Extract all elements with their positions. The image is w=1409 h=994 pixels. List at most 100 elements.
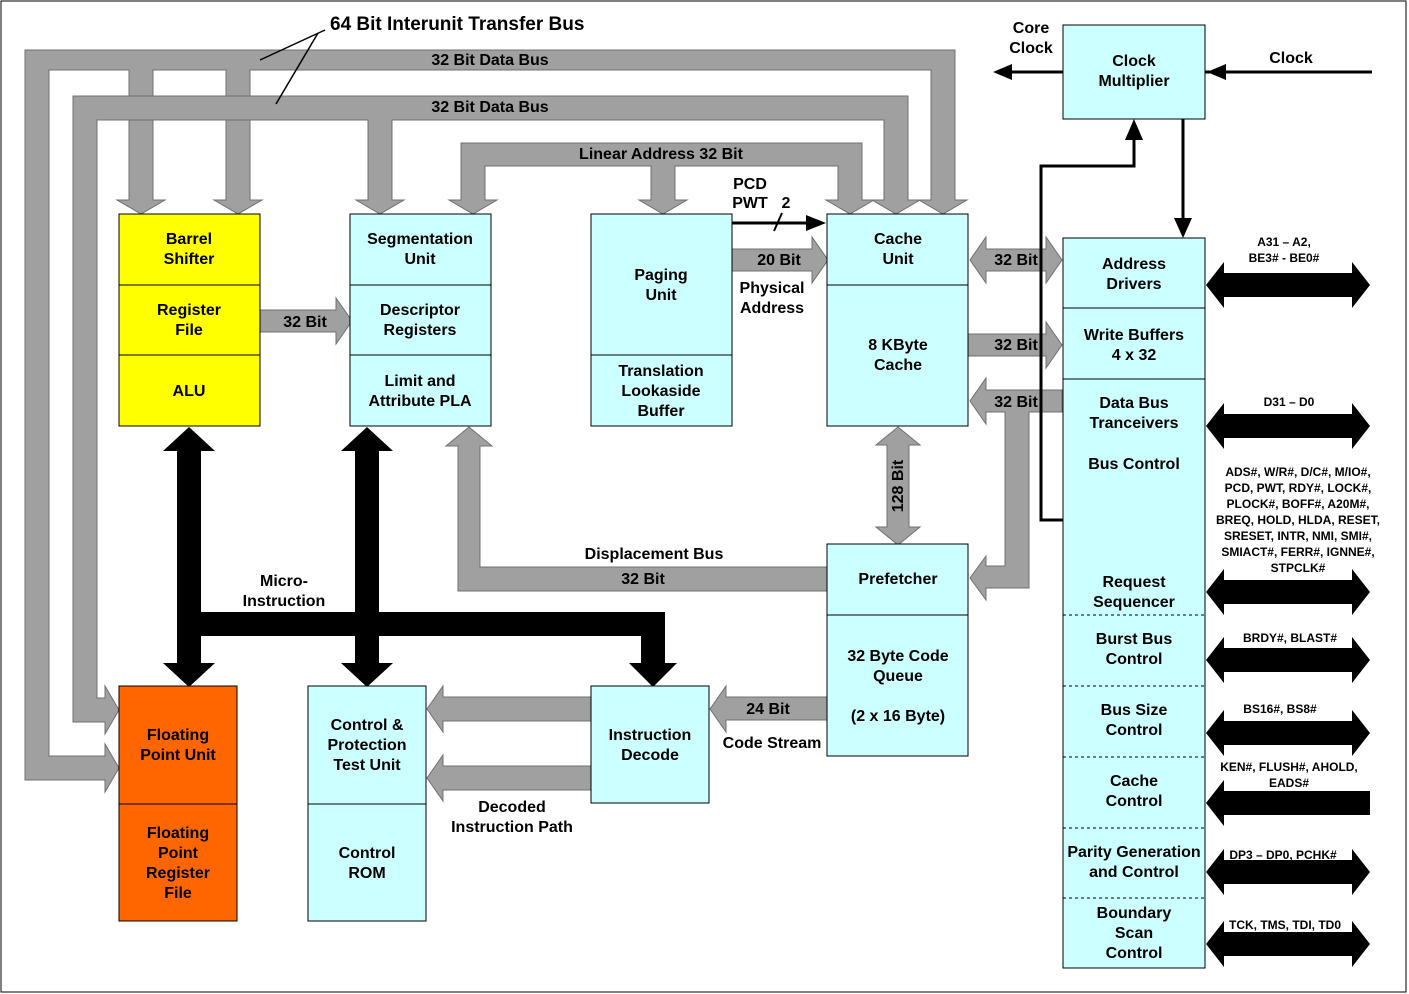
decode-line-2: Decode [621, 747, 679, 764]
decoded-path-upper [426, 684, 595, 734]
pcd-pwt-slash [773, 212, 783, 232]
inner-data-bus [72, 95, 922, 736]
fpu-line-2: Point Unit [140, 747, 216, 764]
cache-unit-label: Cache Unit [874, 231, 922, 268]
wbuf-line-2: 4 x 32 [1112, 347, 1157, 364]
queue-line-4: (2 x 16 Byte) [851, 708, 945, 725]
burst-signals-label: BRDY#, BLAST# [1243, 631, 1337, 645]
control-rom-label: Control ROM [339, 845, 396, 882]
paging-label: Paging Unit [634, 267, 687, 304]
paging-to-cache-bus [731, 235, 829, 285]
size-signal-arrow [1206, 710, 1370, 756]
seg-line-1: Segmentation [367, 231, 473, 248]
bus-control-label: Bus Control [1088, 456, 1180, 473]
parity-signals-label: DP3 – DP0, PCHK# [1229, 848, 1337, 862]
ctl-sig-line-2: PCD, PWT, RDY#, LOCK#, [1225, 481, 1372, 495]
fpreg-line-2: Point [158, 845, 199, 862]
regfile-line-2: File [175, 322, 203, 339]
address-signal-arrow [1206, 262, 1370, 308]
cache-unit-line-2: Unit [882, 251, 914, 268]
limit-label: Limit and Attribute PLA [368, 373, 472, 410]
cache-8k-line-1: 8 KByte [868, 337, 928, 354]
tlb-line-1: Translation [618, 363, 703, 380]
cache-sig-line-2: EADS# [1269, 776, 1309, 790]
cache-prefetch-width-label: 128 Bit [890, 459, 907, 512]
barrel-shifter-label: Barrel Shifter [164, 231, 215, 268]
cache-control-label: Cache Control [1106, 773, 1163, 810]
segmentation-box [349, 213, 492, 427]
address-drivers-label: Address Drivers [1102, 256, 1166, 293]
control-signals-label: ADS#, W/R#, D/C#, M/IO#, PCD, PWT, RDY#,… [1216, 465, 1380, 575]
micro-instruction-bus [163, 427, 677, 687]
fp-regfile-label: Floating Point Register File [146, 825, 210, 902]
queue-line-1: 32 Byte Code [847, 648, 948, 665]
fpreg-line-4: File [164, 885, 192, 902]
physical-address-label-2: Address [740, 300, 804, 317]
displacement-width-label: 32 Bit [621, 571, 665, 588]
cache-addr-width-label: 32 Bit [994, 252, 1038, 269]
rom-line-1: Control [339, 845, 396, 862]
bus-size-label: Bus Size Control [1101, 702, 1168, 739]
data-return-bus [969, 376, 1063, 602]
cache-write-width-label: 32 Bit [994, 337, 1038, 354]
desc-line-1: Descriptor [380, 302, 460, 319]
jtag-signal-arrow [1206, 921, 1370, 967]
linear-address-bus [447, 142, 876, 215]
boundary-label: Boundary Scan Control [1097, 905, 1172, 962]
bscan-line-3: Control [1106, 945, 1163, 962]
cctl-line-2: Control [1106, 793, 1163, 810]
dbus-line-1: Data Bus [1099, 395, 1168, 412]
bsize-line-2: Control [1106, 722, 1163, 739]
clock-multiplier-box [1062, 24, 1206, 120]
cache-signals-label: KEN#, FLUSH#, AHOLD, EADS# [1220, 760, 1358, 790]
core-clock-label-1: Core [1013, 20, 1050, 37]
control-signal-arrow [1206, 569, 1370, 615]
cache-sig-line-1: KEN#, FLUSH#, AHOLD, [1220, 760, 1358, 774]
diagram-title: 64 Bit Interunit Transfer Bus [330, 14, 584, 35]
data-bus-label: Data Bus Tranceivers [1090, 395, 1179, 432]
decode-label: Instruction Decode [609, 727, 692, 764]
code-stream-width-label: 24 Bit [746, 701, 790, 718]
seg-line-2: Unit [404, 251, 436, 268]
fpreg-line-1: Floating [147, 825, 209, 842]
prefetcher-label: Prefetcher [858, 571, 937, 588]
wbuf-line-1: Write Buffers [1084, 327, 1184, 344]
control-test-label: Control & Protection Test Unit [327, 717, 406, 774]
bus-interface-box [1062, 237, 1206, 969]
bus-control-clock-line [1039, 138, 1136, 522]
paging-line-1: Paging [634, 267, 687, 284]
jtag-signals-label: TCK, TMS, TDI, TD0 [1229, 918, 1341, 932]
integer-unit-box [118, 213, 261, 427]
alu-label: ALU [173, 383, 206, 400]
addr-drv-line-2: Drivers [1106, 276, 1161, 293]
clock-input-label: Clock [1269, 50, 1313, 67]
burst-label: Burst Bus Control [1096, 631, 1173, 668]
linear-address-label: Linear Address 32 Bit [579, 146, 744, 163]
data-return-width-label: 32 Bit [994, 394, 1038, 411]
burst-line-1: Burst Bus [1096, 631, 1173, 648]
bsize-line-1: Bus Size [1101, 702, 1168, 719]
displacement-bus [444, 426, 829, 592]
micro-label-2: Instruction [243, 593, 326, 610]
data-bus-label-1: 32 Bit Data Bus [431, 52, 548, 69]
core-clock-arrow [993, 64, 1012, 80]
tlb-line-2: Lookaside [621, 383, 700, 400]
bscan-line-2: Scan [1115, 925, 1153, 942]
ctl-sig-line-4: BREQ, HOLD, HLDA, RESET, [1216, 513, 1380, 527]
cache-8k-line-2: Cache [874, 357, 922, 374]
decode-box [590, 685, 710, 804]
code-stream-bus [709, 684, 831, 734]
rom-line-2: ROM [348, 865, 385, 882]
reqseq-line-1: Request [1102, 574, 1166, 591]
clock-to-bus-arrow [1174, 218, 1192, 238]
addr-sig-line-2: BE3# - BE0# [1249, 251, 1320, 265]
data-bus-label-2: 32 Bit Data Bus [431, 99, 548, 116]
parity-line-1: Parity Generation [1067, 844, 1200, 861]
clock-multiplier-label-1: Clock [1112, 53, 1156, 70]
register-file-label: Register File [157, 302, 221, 339]
pcd-pwt-width-label: 2 [782, 195, 791, 212]
burst-line-2: Control [1106, 651, 1163, 668]
pwt-label: PWT [732, 195, 768, 212]
cache-addr-bus [969, 235, 1063, 285]
